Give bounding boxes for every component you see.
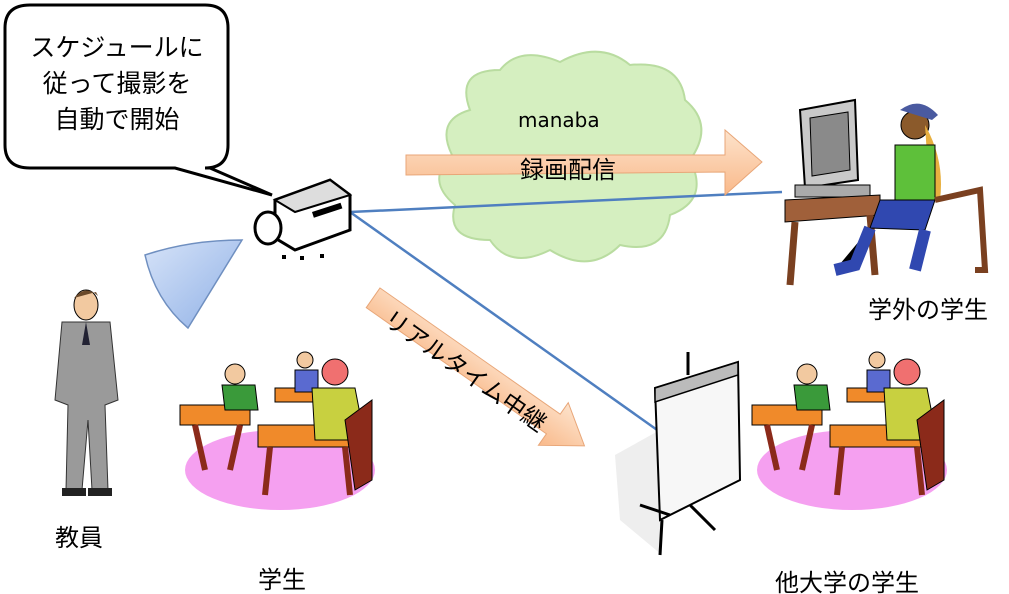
bubble-line: 自動で開始 [54, 105, 180, 134]
students-label: 学生 [258, 566, 306, 594]
other-students-figure [751, 351, 947, 510]
bubble-line: 従って撮影を [42, 69, 192, 98]
link-line-other-univ [349, 210, 661, 434]
camera-view-fan [144, 239, 244, 330]
bubble-line: スケジュールに [30, 33, 204, 62]
computer-user-figure [784, 98, 989, 286]
recording-arrow [405, 128, 763, 197]
recording-arrow-label: 録画配信 [520, 156, 616, 184]
speech-bubble [3, 3, 273, 197]
projector-screen-icon [615, 352, 742, 556]
live-arrow [365, 287, 586, 447]
students-figure [179, 351, 375, 510]
bubble-text: スケジュールに 従って撮影を 自動で開始 [22, 30, 212, 138]
other-univ-label: 他大学の学生 [775, 569, 919, 594]
cloud-label: manaba [518, 108, 600, 132]
offcampus-label: 学外の学生 [868, 296, 988, 324]
video-camera-icon [253, 178, 353, 260]
link-line-offcampus [349, 190, 783, 214]
teacher-figure [54, 289, 119, 496]
teacher-label: 教員 [55, 524, 103, 552]
